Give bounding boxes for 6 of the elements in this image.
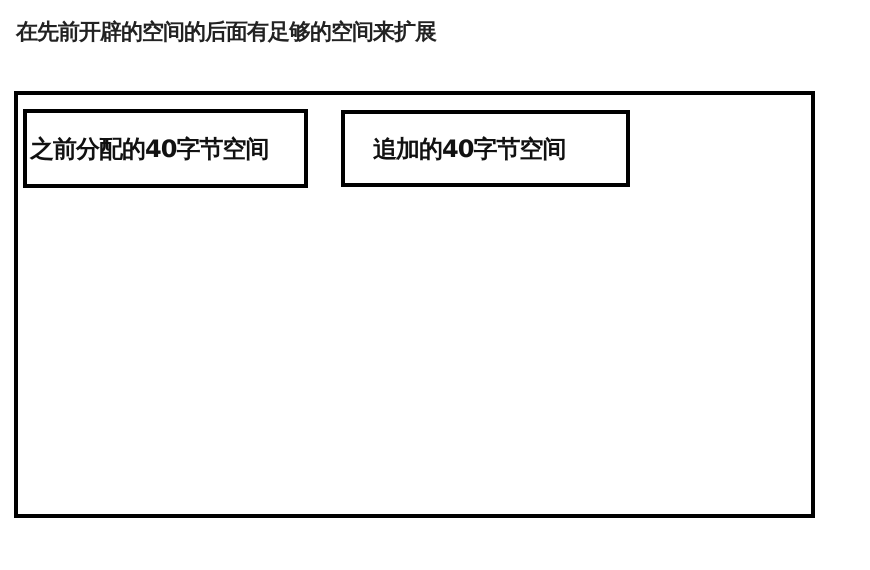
block-label: 之前分配的40字节空间 xyxy=(30,134,268,164)
memory-block xyxy=(341,110,630,187)
diagram-title: 在先前开辟的空间的后面有足够的空间来扩展 xyxy=(16,19,436,47)
memory-block xyxy=(23,109,308,188)
memory-region-box xyxy=(14,91,815,518)
block-label: 追加的40字节空间 xyxy=(373,134,566,164)
